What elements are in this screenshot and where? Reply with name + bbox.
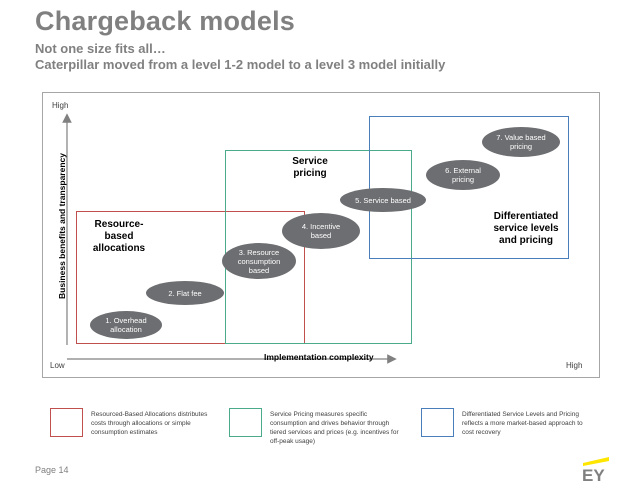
step-4-oval: 4. Incentive based [282,213,360,249]
resource-allocation-label: Resource- based allocations [92,219,146,254]
step-3-oval: 3. Resource consumption based [222,243,296,279]
ey-logo: EY [582,457,609,483]
legend-service-swatch [229,408,262,437]
page-subtitle-detail: Caterpillar moved from a level 1-2 model… [35,57,446,72]
step-1-oval: 1. Overhead allocation [90,311,162,339]
legend-differentiated-swatch [421,408,454,437]
legend-resource-text: Resourced-Based Allocations distributes … [91,411,208,436]
service-pricing-box [225,150,412,344]
step-2-oval: 2. Flat fee [146,281,224,305]
legend-resource-swatch [50,408,83,437]
x-axis-label: Implementation complexity [264,352,374,362]
step-7-oval: 7. Value based pricing [482,127,560,157]
legend-differentiated-text: Differentiated Service Levels and Pricin… [462,411,583,436]
page-number: Page 14 [35,465,69,475]
x-axis-high-label: High [566,361,583,370]
y-axis-high-label: High [52,101,69,110]
differentiated-pricing-label: Differentiated service levels and pricin… [493,211,559,246]
legend-service-text: Service Pricing measures specific consum… [270,411,399,445]
service-pricing-label: Service pricing [292,156,328,179]
differentiated-pricing-box [369,116,569,259]
step-6-oval: 6. External pricing [426,160,500,190]
page-subtitle: Not one size fits all… [35,41,166,56]
y-axis-label: Business benefits and transparency [57,153,67,299]
logo-text: EY [582,466,605,483]
x-axis-low-label: Low [50,361,65,370]
page-title: Chargeback models [35,6,295,36]
diagram-frame [42,92,600,378]
step-5-oval: 5. Service based [340,188,426,212]
resource-allocation-box [76,211,305,344]
